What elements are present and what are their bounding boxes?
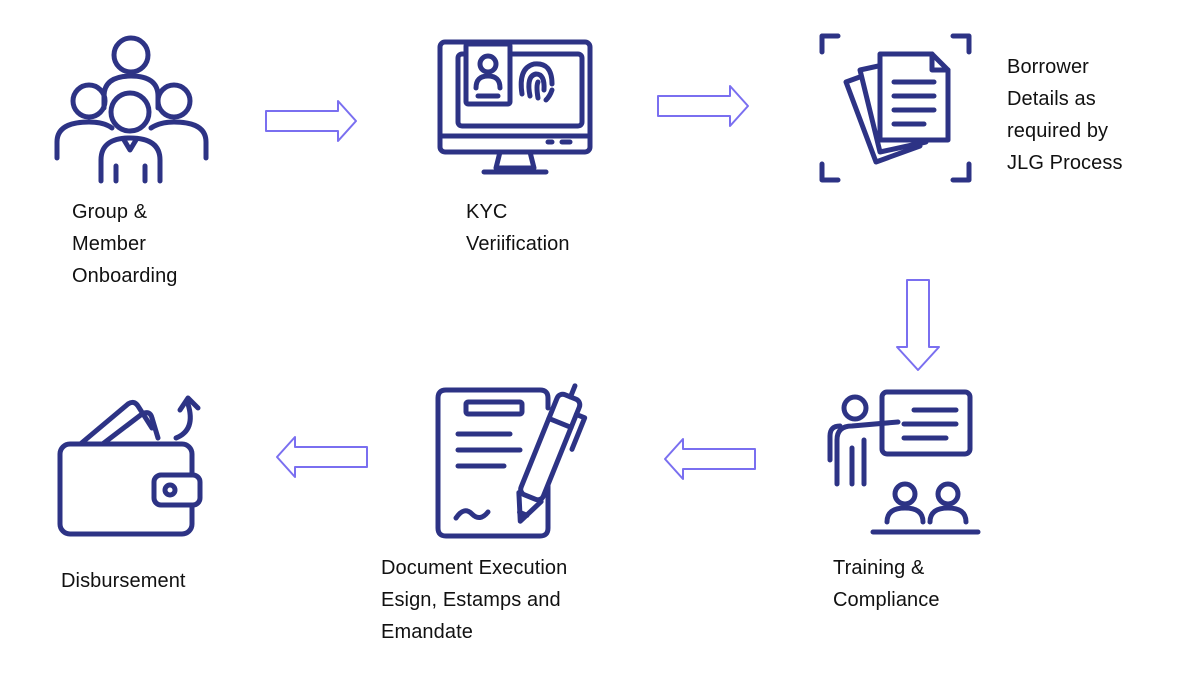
kyc-monitor-icon xyxy=(437,39,593,175)
wallet-icon xyxy=(57,395,203,537)
arrow-right-1 xyxy=(265,100,357,142)
group-icon xyxy=(54,35,209,184)
arrow-left-1 xyxy=(664,438,756,480)
arrow-down xyxy=(896,279,940,371)
step-label-disbursement: Disbursement xyxy=(61,570,186,592)
step-label-training: Training & Compliance xyxy=(833,557,940,611)
contract-pen-icon xyxy=(435,383,588,539)
training-icon xyxy=(827,389,981,535)
documents-icon xyxy=(819,33,972,183)
step-label-borrower: Borrower Details as required by JLG Proc… xyxy=(1007,56,1123,174)
step-label-onboarding: Group & Member Onboarding xyxy=(72,201,178,287)
step-label-kyc: KYC Veriification xyxy=(466,201,570,255)
arrow-right-2 xyxy=(657,85,749,127)
arrow-left-2 xyxy=(276,436,368,478)
step-label-document: Document Execution Esign, Estamps and Em… xyxy=(381,557,568,643)
